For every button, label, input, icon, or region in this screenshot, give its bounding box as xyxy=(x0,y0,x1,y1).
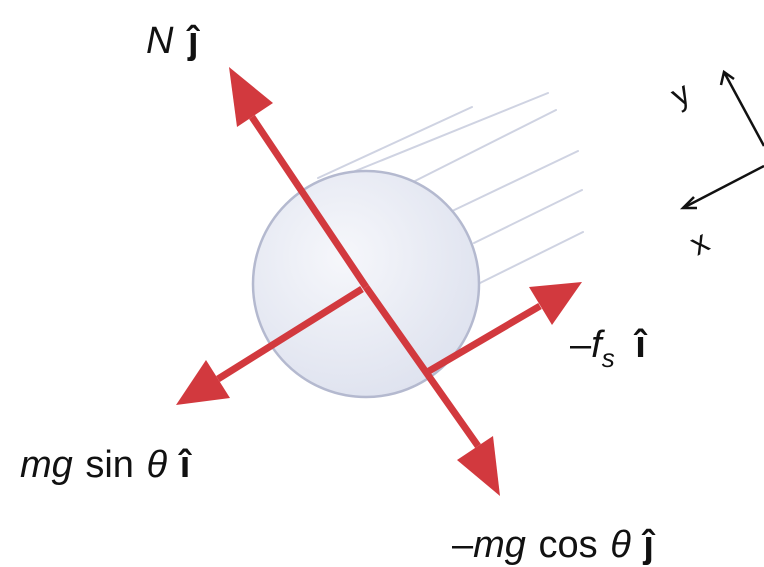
normal-force-arrow xyxy=(229,67,369,289)
motion-line xyxy=(404,109,557,187)
motion-lines xyxy=(317,92,584,284)
y-axis-line xyxy=(722,71,764,147)
x-axis-line xyxy=(682,164,764,210)
x-axis-label: x xyxy=(684,223,715,262)
gravity-perpendicular-label: –mg cos θ ĵ xyxy=(452,524,655,566)
gravity-perpendicular-arrow xyxy=(363,284,500,496)
coordinate-axes xyxy=(679,69,764,210)
gravity-parallel-arrow xyxy=(176,286,364,405)
normal-force-label: N ĵ xyxy=(146,20,200,62)
y-axis-arrowhead xyxy=(719,69,735,86)
motion-line xyxy=(447,150,579,214)
motion-line xyxy=(317,106,473,179)
motion-line xyxy=(342,92,549,177)
motion-line xyxy=(479,231,584,284)
y-axis-label: y xyxy=(665,74,696,113)
x-axis-arrowhead xyxy=(679,196,697,210)
friction-arrow xyxy=(427,282,582,375)
motion-line xyxy=(473,189,583,244)
friction-label: –fs î xyxy=(570,324,648,376)
gravity-parallel-label: mg sin θ î xyxy=(20,444,193,486)
